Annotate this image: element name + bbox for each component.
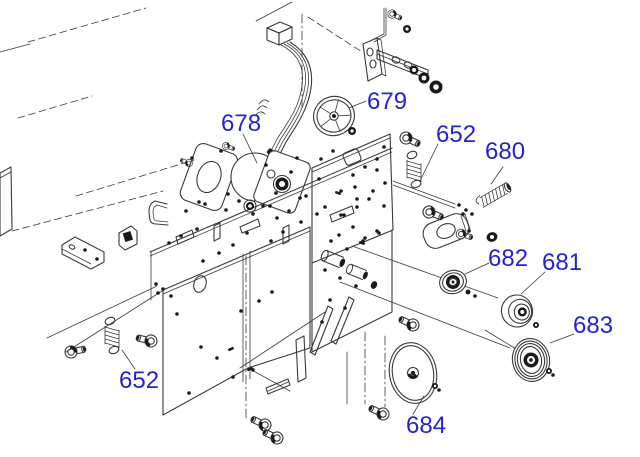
spring-652-bottom [104, 316, 120, 355]
part-labels: 678 679 652 680 682 681 683 684 652 [119, 88, 613, 439]
chassis-deck [149, 147, 393, 301]
cable-connector [266, 21, 293, 46]
leader-lines [121, 100, 575, 415]
part-label-681: 681 [542, 249, 582, 276]
roller-bracket-assembly [362, 7, 443, 94]
part-label-683: 683 [573, 312, 613, 339]
lower-right-plate [309, 229, 393, 356]
pulley-681 [500, 294, 539, 328]
motor-gasket [178, 141, 239, 212]
pulley-683 [511, 338, 552, 382]
pulley-679 [313, 95, 356, 137]
right-plate [311, 133, 394, 264]
part-label-680: 680 [485, 138, 525, 165]
part-label-684: 684 [406, 412, 446, 439]
c-clip [148, 200, 169, 226]
front-plate [162, 226, 311, 416]
spring-680 [475, 182, 512, 208]
construction-lines [0, 1, 517, 421]
pulley-682 [439, 269, 471, 295]
part-label-679: 679 [367, 88, 407, 115]
diagram-art: 678 679 652 680 682 681 683 684 652 [0, 1, 613, 447]
part-label-682: 682 [488, 245, 528, 272]
mounting-bracket [61, 236, 105, 270]
part-label-652-bottom: 652 [119, 367, 159, 394]
part-label-652-top: 652 [436, 121, 476, 148]
ribbon-cable [254, 41, 313, 158]
part-label-678: 678 [221, 110, 261, 137]
left-edge-panel [0, 166, 13, 237]
motor-678 [230, 150, 311, 214]
spring-652-top [406, 150, 422, 189]
sensor-box [118, 225, 138, 251]
flywheel-684 [388, 342, 438, 404]
tension-arm [420, 203, 498, 249]
